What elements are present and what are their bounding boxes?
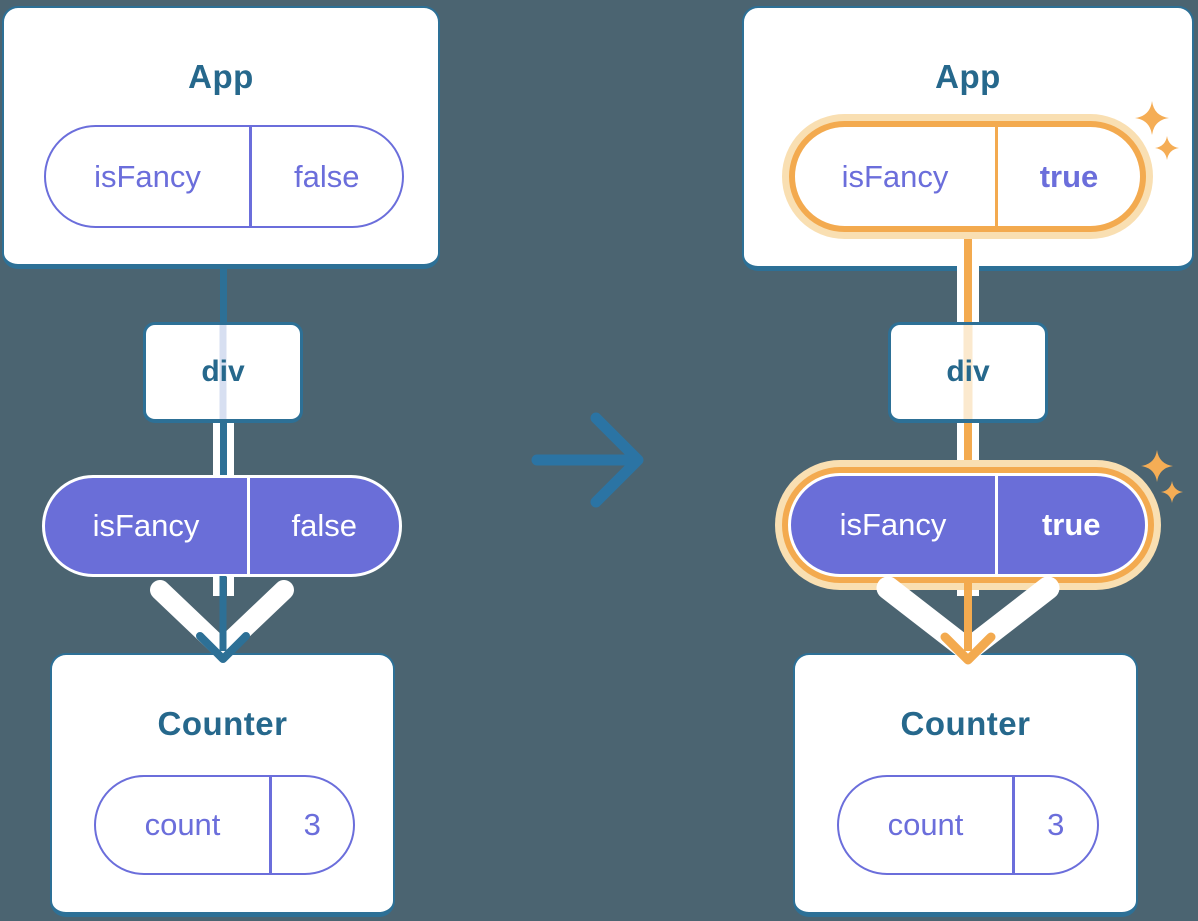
prop-pill-passed-right-highlighted: isFancy true bbox=[788, 473, 1148, 577]
div-label: div bbox=[946, 355, 990, 388]
div-label: div bbox=[201, 355, 245, 388]
component-title: Counter bbox=[900, 705, 1031, 742]
prop-name: isFancy bbox=[94, 158, 201, 194]
state-value: 3 bbox=[1047, 807, 1065, 842]
transition-arrow-icon bbox=[531, 412, 644, 508]
counter-card-left: Counter count 3 bbox=[50, 653, 395, 917]
prop-pill-passed-left: isFancy false bbox=[42, 475, 402, 577]
app-card-left: App isFancy false bbox=[2, 6, 440, 269]
pill-divider bbox=[269, 777, 272, 873]
sparkle-icon bbox=[1141, 450, 1173, 482]
white-chevron-icon-left bbox=[150, 580, 294, 659]
pill-divider bbox=[249, 127, 252, 226]
prop-value: false bbox=[291, 508, 357, 543]
counter-card-right: Counter count 3 bbox=[793, 653, 1138, 917]
state-name: count bbox=[144, 807, 221, 842]
div-node-right: div bbox=[888, 322, 1048, 423]
prop-value: true bbox=[1041, 507, 1101, 542]
pill-divider bbox=[247, 478, 250, 574]
component-title: App bbox=[935, 58, 1001, 95]
prop-value: true bbox=[1039, 158, 1099, 194]
prop-pill-app-left: isFancy false bbox=[44, 125, 404, 228]
div-node-left: div bbox=[143, 322, 303, 423]
sparkle-icon bbox=[1161, 481, 1183, 503]
white-chevron-icon-right bbox=[876, 576, 1060, 662]
component-title: Counter bbox=[157, 705, 288, 742]
prop-name: isFancy bbox=[841, 158, 949, 194]
prop-name: isFancy bbox=[92, 508, 200, 543]
state-value: 3 bbox=[303, 807, 321, 842]
prop-flow-line-left-upper bbox=[220, 267, 227, 324]
prop-name: isFancy bbox=[839, 507, 947, 542]
prop-pill-app-right-highlighted: isFancy true bbox=[789, 121, 1146, 232]
prop-value: false bbox=[294, 158, 360, 194]
pill-divider bbox=[995, 476, 998, 574]
state-pill-counter-right: count 3 bbox=[837, 775, 1099, 875]
component-title: App bbox=[188, 58, 254, 95]
state-name: count bbox=[887, 807, 964, 842]
state-pill-counter-left: count 3 bbox=[94, 775, 355, 875]
prop-flow-line-inside-div bbox=[219, 325, 227, 419]
pill-divider bbox=[1012, 777, 1015, 873]
pill-divider bbox=[995, 127, 998, 226]
prop-flow-line-inside-div bbox=[963, 325, 973, 419]
